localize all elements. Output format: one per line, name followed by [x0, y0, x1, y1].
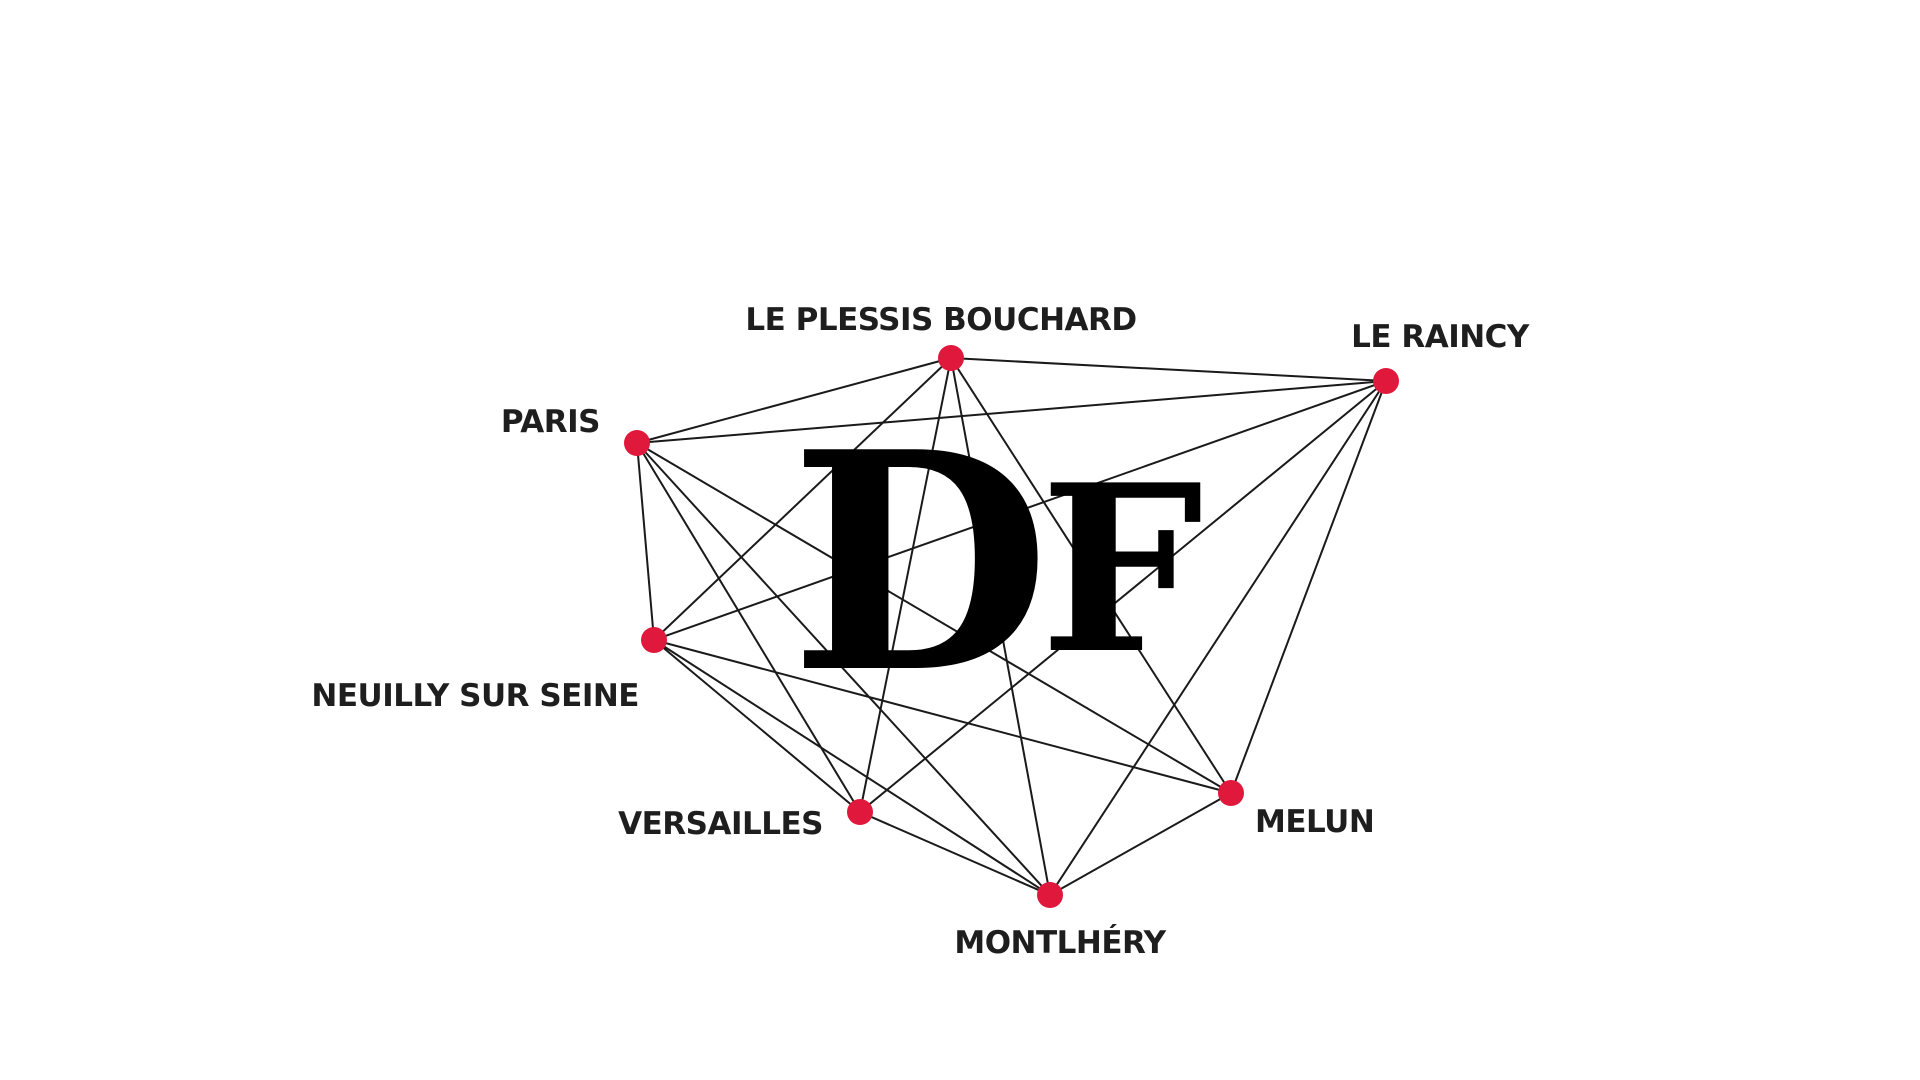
node-le-plessis-bouchard	[938, 345, 964, 371]
edge-le-raincy-melun	[1230, 380, 1387, 794]
node-le-raincy	[1373, 368, 1399, 394]
edge-le-raincy-montlhery	[1049, 380, 1387, 896]
label-le-plessis-bouchard: LE PLESSIS BOUCHARD	[745, 302, 1136, 338]
edge-le-plessis-bouchard-melun	[950, 357, 1232, 794]
edge-neuilly-sur-seine-melun	[653, 639, 1232, 794]
edge-paris-le-raincy	[636, 380, 1387, 444]
edge-le-plessis-bouchard-le-raincy	[950, 357, 1387, 382]
edge-paris-le-plessis-bouchard	[636, 357, 952, 444]
df-logo: D F	[790, 386, 1203, 739]
label-paris: PARIS	[501, 404, 600, 440]
node-melun	[1218, 780, 1244, 806]
label-le-raincy: LE RAINCY	[1351, 319, 1530, 355]
edge-versailles-montlhery	[859, 811, 1051, 896]
edge-neuilly-sur-seine-versailles	[653, 639, 861, 813]
nodes-layer	[624, 345, 1399, 908]
node-paris	[624, 430, 650, 456]
edge-montlhery-melun	[1049, 792, 1232, 896]
edge-le-plessis-bouchard-montlhery	[950, 357, 1051, 896]
edge-paris-melun	[636, 442, 1232, 794]
edge-le-raincy-versailles	[859, 380, 1387, 813]
logo-letter-f-text: F	[1040, 435, 1203, 705]
node-versailles	[847, 799, 873, 825]
label-montlhery: MONTLHÉRY	[954, 925, 1166, 961]
label-versailles: VERSAILLES	[618, 806, 823, 842]
edge-paris-neuilly-sur-seine	[636, 442, 655, 641]
node-montlhery	[1037, 882, 1063, 908]
logo-letter-d: D	[790, 386, 1050, 739]
label-melun: MELUN	[1255, 804, 1374, 840]
edges-layer	[636, 357, 1387, 896]
edge-le-raincy-neuilly-sur-seine	[653, 380, 1387, 641]
edge-le-plessis-bouchard-versailles	[859, 357, 952, 813]
edge-le-plessis-bouchard-neuilly-sur-seine	[653, 357, 952, 641]
label-neuilly-sur-seine: NEUILLY SUR SEINE	[311, 678, 639, 714]
logo-letter-d-text: D	[790, 386, 1050, 739]
labels-layer: PARIS LE PLESSIS BOUCHARD LE RAINCY NEUILLY…	[311, 302, 1530, 961]
edge-paris-versailles	[636, 442, 861, 813]
logo-letter-f: F	[1040, 435, 1203, 705]
node-neuilly-sur-seine	[641, 627, 667, 653]
edge-neuilly-sur-seine-montlhery	[653, 639, 1051, 896]
edge-paris-montlhery	[636, 442, 1051, 896]
